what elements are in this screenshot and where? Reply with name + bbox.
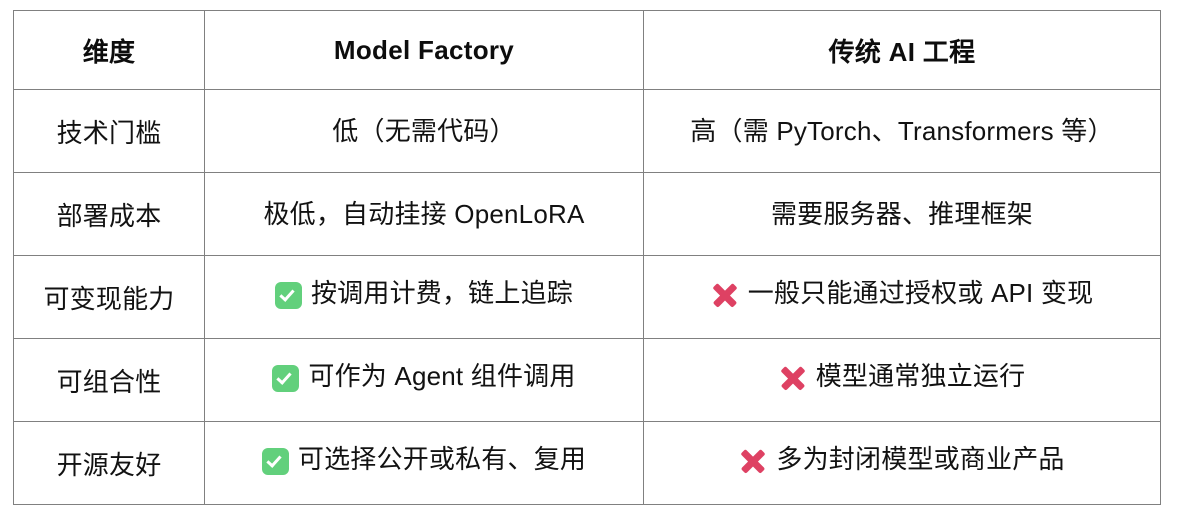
- cell-traditional-ai: 需要服务器、推理框架: [643, 172, 1161, 256]
- comparison-table: 维度 Model Factory 传统 AI 工程 技术门槛 低（无需代码） 高…: [13, 10, 1161, 505]
- cell-text: 按调用计费，链上追踪: [310, 278, 573, 309]
- table-row: 可变现能力 按调用计费，链上追踪 一般只能通过授权或 API 变现: [13, 255, 1161, 339]
- table-row: 开源友好 可选择公开或私有、复用 多为封闭模型或商业产品: [13, 421, 1161, 505]
- cell-text: 一般只能通过授权或 API 变现: [747, 278, 1094, 309]
- check-mark-button-icon: [261, 447, 289, 475]
- cross-mark-icon: [779, 364, 807, 392]
- table-row: 可组合性 可作为 Agent 组件调用 模型通常独立运行: [13, 338, 1161, 422]
- cell-traditional-ai: 模型通常独立运行: [643, 338, 1161, 422]
- cell-traditional-ai: 高（需 PyTorch、Transformers 等）: [643, 89, 1161, 173]
- cell-text: 高（需 PyTorch、Transformers 等）: [690, 115, 1114, 146]
- cell-model-factory: 低（无需代码）: [204, 89, 644, 173]
- cell-dimension: 可组合性: [13, 338, 205, 422]
- cell-traditional-ai: 一般只能通过授权或 API 变现: [643, 255, 1161, 339]
- cell-model-factory: 极低，自动挂接 OpenLoRA: [204, 172, 644, 256]
- cell-traditional-ai: 多为封闭模型或商业产品: [643, 421, 1161, 505]
- cell-text: 模型通常独立运行: [815, 361, 1026, 392]
- cell-dimension: 开源友好: [13, 421, 205, 505]
- column-header-dimension: 维度: [13, 10, 205, 90]
- cell-text: 极低，自动挂接 OpenLoRA: [263, 198, 585, 229]
- table-row: 技术门槛 低（无需代码） 高（需 PyTorch、Transformers 等）: [13, 89, 1161, 173]
- table-header-row: 维度 Model Factory 传统 AI 工程: [13, 10, 1161, 90]
- cell-text: 可作为 Agent 组件调用: [308, 361, 576, 392]
- column-header-model-factory: Model Factory: [204, 10, 644, 90]
- cell-model-factory: 可选择公开或私有、复用: [204, 421, 644, 505]
- cell-text: 可选择公开或私有、复用: [297, 444, 587, 475]
- check-mark-button-icon: [274, 281, 302, 309]
- table-body: 技术门槛 低（无需代码） 高（需 PyTorch、Transformers 等）…: [13, 89, 1161, 505]
- cell-model-factory: 按调用计费，链上追踪: [204, 255, 644, 339]
- cross-mark-icon: [739, 447, 767, 475]
- table-header: 维度 Model Factory 传统 AI 工程: [13, 10, 1161, 90]
- cell-text: 多为封闭模型或商业产品: [776, 444, 1065, 475]
- cell-dimension: 可变现能力: [13, 255, 205, 339]
- cell-text: 低（无需代码）: [332, 115, 516, 146]
- cell-dimension: 部署成本: [13, 172, 205, 256]
- check-mark-button-icon: [272, 364, 300, 392]
- cross-mark-icon: [711, 281, 739, 309]
- cell-dimension: 技术门槛: [13, 89, 205, 173]
- column-header-traditional-ai: 传统 AI 工程: [643, 10, 1161, 90]
- cell-text: 需要服务器、推理框架: [770, 198, 1033, 229]
- table-row: 部署成本 极低，自动挂接 OpenLoRA 需要服务器、推理框架: [13, 172, 1161, 256]
- cell-model-factory: 可作为 Agent 组件调用: [204, 338, 644, 422]
